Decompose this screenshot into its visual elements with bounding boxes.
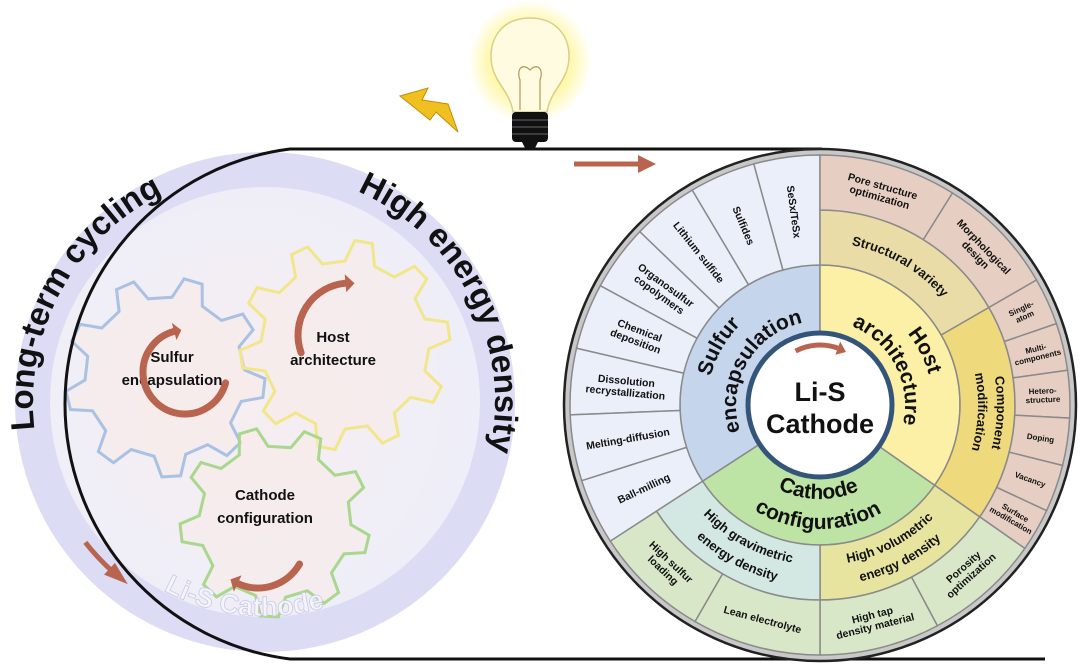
host-strategy-label-line: Doping bbox=[1026, 432, 1055, 445]
bulb-filament bbox=[518, 66, 542, 110]
host-strategy-label-line: structure bbox=[1025, 395, 1061, 406]
sulfur-method-segment bbox=[569, 347, 685, 416]
host-gear-label: architecture bbox=[290, 352, 376, 369]
cathode-gear bbox=[178, 427, 371, 619]
host-strategy-label: Hetero-structure bbox=[1025, 386, 1061, 405]
sulfur-method-segment bbox=[638, 189, 750, 310]
sulfur-method-segment bbox=[691, 163, 784, 286]
center-title-line: Cathode bbox=[766, 409, 874, 439]
sulfur-rotation-arrow-head bbox=[171, 322, 182, 341]
host-strategy-label: Doping bbox=[1026, 432, 1055, 445]
center-rotation-arrow-head bbox=[835, 341, 846, 355]
host-rotation-arrow-head bbox=[344, 274, 355, 293]
sulfur-method-label-line: Dissolution bbox=[597, 373, 655, 390]
sulfur-method-segment bbox=[569, 409, 688, 482]
left-panel: Sulfur encapsulation Host architectureCatho… bbox=[3, 152, 525, 652]
host-gear bbox=[238, 238, 452, 452]
flow-arrow-head bbox=[638, 155, 656, 173]
host-strategy-label-line: Hetero- bbox=[1028, 386, 1057, 396]
decorations bbox=[83, 0, 846, 592]
sulfur-gear-label: Sulfur bbox=[150, 349, 193, 366]
center-title-line: Li-S bbox=[795, 377, 846, 407]
cathode-strategy-segment bbox=[609, 510, 724, 623]
cathode-rotation-arrow bbox=[234, 560, 304, 592]
cathode-rotation-arrow-head bbox=[230, 575, 242, 592]
center-circle bbox=[745, 330, 895, 480]
host-gear-label: Host bbox=[316, 329, 349, 346]
lightning-icon bbox=[398, 87, 459, 133]
sulfur-method-segment bbox=[580, 446, 704, 543]
center-rotation-arrow bbox=[794, 342, 839, 354]
frame-outline bbox=[63, 147, 1045, 661]
host-rotation-arrow bbox=[294, 279, 349, 357]
cycle-arrow-head bbox=[104, 562, 128, 585]
cathode-gear-label: configuration bbox=[217, 510, 313, 527]
sulfur-gear-label: encapsulation bbox=[122, 372, 223, 389]
inner-light-disc bbox=[50, 187, 480, 617]
sulfur-gear bbox=[64, 277, 267, 479]
sulfur-method-segment bbox=[575, 284, 698, 375]
frame bbox=[63, 147, 1045, 661]
sulfur-method-segment bbox=[599, 230, 721, 340]
sulfur-rotation-arrow bbox=[139, 327, 230, 418]
cathode-gear-label: Cathode bbox=[235, 487, 295, 504]
bulb-tip bbox=[522, 142, 538, 150]
